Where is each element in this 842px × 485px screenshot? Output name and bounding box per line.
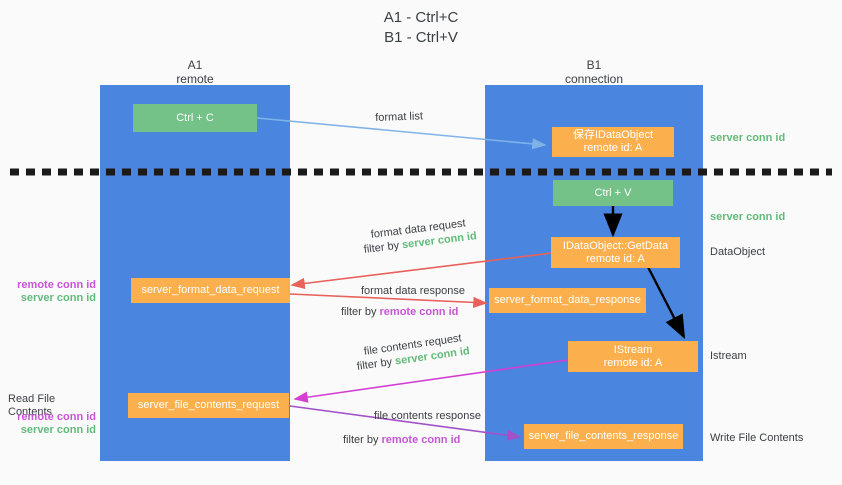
label-server-conn-id-mid: server conn id	[710, 211, 786, 223]
box-idataobject[interactable]: 保存IDataObject remote id: A	[552, 127, 674, 157]
edge-label-file-contents-response-filter: filter by remote conn id	[343, 433, 460, 447]
label-istream: Istream	[710, 350, 747, 362]
filter-key-remote-conn-id: remote conn id	[379, 306, 459, 318]
filter-prefix: filter by	[356, 355, 396, 373]
lane-header-b1: B1 connection	[485, 58, 703, 86]
filter-prefix: filter by	[363, 239, 403, 256]
filter-prefix: filter by	[341, 306, 380, 318]
title-line-2: B1 - Ctrl+V	[384, 29, 458, 46]
edge-label-file-contents-response: file contents response	[374, 410, 482, 422]
label-read-file-contents: Read File Contents	[8, 393, 56, 418]
box-ctrl-c[interactable]: Ctrl + C	[133, 104, 257, 132]
box-server-format-data-request[interactable]: server_format_data_request	[131, 278, 290, 303]
lane-a1-name: A1	[187, 58, 203, 72]
lane-b1-name: B1	[586, 58, 602, 72]
box-server-file-contents-request[interactable]: server_file_contents_request	[128, 393, 289, 418]
label-server-conn-id-top: server conn id	[710, 132, 786, 144]
box-server-format-data-request-label: server_format_data_request	[141, 284, 280, 296]
box-istream[interactable]: IStream remote id: A	[568, 341, 698, 372]
label-file-server-conn-id: server conn id	[20, 424, 96, 436]
label-write-file-contents: Write File Contents	[710, 432, 804, 444]
box-idataobject-label: 保存IDataObject remote id: A	[572, 129, 654, 154]
box-server-file-contents-response-label: server_file_contents_response	[528, 430, 679, 442]
box-server-file-contents-request-label: server_file_contents_request	[137, 399, 280, 411]
label-dataobject: DataObject	[710, 246, 766, 258]
label-format-server-conn-id: server conn id	[20, 292, 96, 304]
label-file-remote-conn-id: remote conn id	[17, 411, 96, 423]
box-server-format-data-response[interactable]: server_format_data_response	[489, 288, 646, 313]
box-server-file-contents-response[interactable]: server_file_contents_response	[524, 424, 683, 449]
box-ctrl-c-label: Ctrl + C	[176, 111, 214, 124]
lane-a1-sub: remote	[176, 72, 214, 86]
lane-b1-sub: connection	[564, 72, 624, 86]
title-line-1: A1 - Ctrl+C	[383, 9, 459, 26]
box-istream-label: IStream remote id: A	[603, 343, 663, 369]
edge-label-format-data-response-filter: filter by remote conn id	[341, 305, 458, 319]
label-format-remote-conn-id: remote conn id	[17, 279, 96, 291]
box-ctrl-v-label: Ctrl + V	[594, 186, 632, 199]
edge-label-format-data-response: format data response	[361, 285, 465, 297]
filter-prefix: filter by	[343, 434, 382, 446]
box-idataobject-getdata-label: IDataObject::GetData remote id: A	[562, 239, 669, 265]
box-idataobject-getdata[interactable]: IDataObject::GetData remote id: A	[551, 237, 680, 268]
box-ctrl-v[interactable]: Ctrl + V	[553, 180, 673, 206]
lane-header-a1: A1 remote	[100, 58, 290, 86]
box-server-format-data-response-label: server_format_data_response	[494, 294, 641, 306]
diagram-title: A1 - Ctrl+C B1 - Ctrl+V	[0, 8, 842, 48]
edge-label-format-list: format list	[375, 110, 424, 124]
filter-key-remote-conn-id: remote conn id	[381, 434, 461, 446]
